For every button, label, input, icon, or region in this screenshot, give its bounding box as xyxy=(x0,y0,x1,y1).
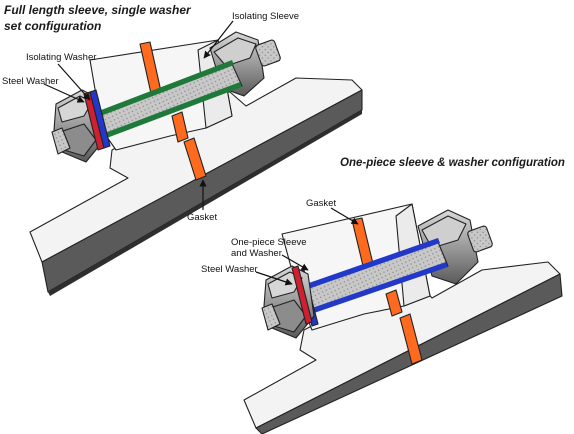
leader-lines xyxy=(43,20,359,286)
label-steel-washer-bottom: Steel Washer xyxy=(201,264,258,275)
label-isolating-washer: Isolating Washer xyxy=(26,52,96,63)
arrow-one-piece-sleeve xyxy=(281,254,309,271)
label-gasket-bottom: Gasket xyxy=(306,198,336,209)
arrow-steel-washer-bottom xyxy=(255,271,293,286)
label-one-piece-sleeve-line1: One-piece Sleeve xyxy=(231,237,307,248)
arrow-gasket-bottom xyxy=(330,207,359,225)
top-isolating-washer xyxy=(89,89,111,149)
top-title-line1: Full length sleeve, single washer xyxy=(4,3,192,17)
arrow-isolating-sleeve xyxy=(203,20,234,59)
bottom-assembly xyxy=(243,203,563,434)
bottom-gasket-flange xyxy=(399,313,423,365)
top-gasket-flange xyxy=(183,137,207,181)
label-gasket-top: Gasket xyxy=(187,212,217,223)
top-assembly xyxy=(29,31,363,296)
bottom-one-piece-sleeve xyxy=(306,238,440,289)
bottom-title: One-piece sleeve & washer configuration xyxy=(340,157,565,169)
top-isolating-sleeve xyxy=(96,60,234,117)
bottom-one-piece-sleeve-lower xyxy=(312,262,448,313)
top-isolating-sleeve-lower xyxy=(102,82,242,139)
label-isolating-sleeve: Isolating Sleeve xyxy=(232,11,299,22)
top-right-nut xyxy=(209,31,281,97)
bottom-steel-washer xyxy=(291,265,313,325)
arrow-steel-washer-top xyxy=(43,83,85,103)
label-steel-washer-top: Steel Washer xyxy=(2,76,59,87)
top-gasket-lower xyxy=(171,111,189,143)
bottom-gasket-lower xyxy=(385,289,403,317)
arrow-isolating-washer xyxy=(57,63,91,101)
label-one-piece-sleeve-line2: and Washer xyxy=(231,248,282,259)
top-title-line2: set configuration xyxy=(4,19,101,33)
